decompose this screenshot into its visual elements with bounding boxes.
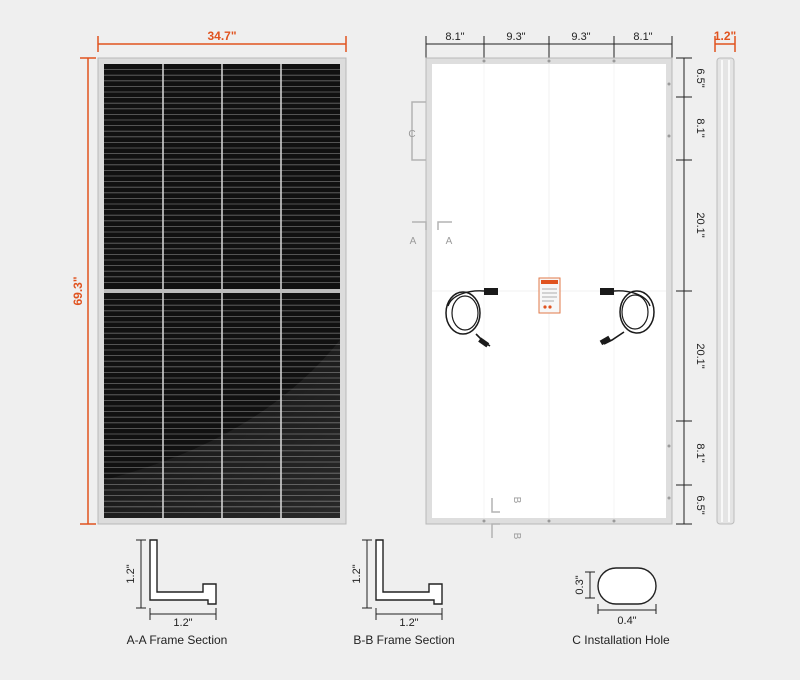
section-b-caption: B-B Frame Section — [353, 633, 454, 647]
section-a-height-label: 1.2" — [125, 564, 137, 583]
hole-width-label: 0.4" — [617, 615, 636, 627]
section-b-height-label: 1.2" — [351, 564, 363, 583]
top-segment-3-label: 9.3" — [571, 31, 590, 43]
right-segment-1-label: 6.5" — [694, 68, 706, 87]
section-a-left-letter: A — [410, 236, 417, 247]
side-view: 1.2" — [714, 29, 736, 525]
hole-height-label: 0.3" — [574, 575, 586, 594]
section-marker-a: A A — [410, 221, 453, 247]
back-view: 8.1" 9.3" 9.3" 8.1" — [408, 31, 706, 540]
back-top-dimension: 8.1" 9.3" 9.3" 8.1" — [425, 31, 673, 62]
mounting-holes — [482, 59, 671, 523]
frame-section-a-a: 1.2" 1.2" A-A Frame Section — [125, 539, 228, 647]
hole-shape — [597, 567, 657, 605]
right-segment-3-label: 20.1" — [694, 212, 706, 237]
front-width-label: 34.7" — [207, 29, 236, 43]
hole-caption: C Installation Hole — [572, 633, 670, 647]
front-view: 34.7" 69.3" — [71, 29, 347, 525]
back-right-dimension: 6.5" 8.1" 20.1" 20.1" 8.1" 6.5" — [676, 57, 706, 525]
right-segment-2-label: 8.1" — [694, 118, 706, 137]
right-segment-5-label: 8.1" — [694, 443, 706, 462]
section-a-profile — [149, 539, 217, 605]
section-b-bottom-letter: B — [511, 533, 522, 540]
panel-glare — [104, 340, 340, 518]
section-a-right-letter: A — [446, 236, 453, 247]
front-height-label: 69.3" — [71, 276, 85, 305]
section-b-profile — [375, 539, 443, 605]
frame-section-b-b: 1.2" 1.2" B-B Frame Section — [351, 539, 455, 647]
side-frame-profile — [716, 57, 735, 525]
top-segment-2-label: 9.3" — [506, 31, 525, 43]
section-b-width-label: 1.2" — [399, 617, 418, 629]
junction-box-label — [538, 277, 561, 314]
front-height-dimension: 69.3" — [71, 57, 96, 525]
right-segment-6-label: 6.5" — [694, 495, 706, 514]
side-thickness-label: 1.2" — [714, 29, 736, 43]
section-c-letter: C — [408, 129, 415, 140]
right-cable — [599, 288, 655, 346]
right-segment-4-label: 20.1" — [694, 343, 706, 368]
top-segment-4-label: 8.1" — [633, 31, 652, 43]
left-cable — [445, 288, 498, 348]
section-marker-c: C — [408, 101, 426, 161]
front-width-dimension: 34.7" — [97, 29, 347, 52]
section-a-caption: A-A Frame Section — [127, 633, 228, 647]
section-marker-b: B B — [491, 497, 522, 540]
installation-hole-c: 0.3" 0.4" C Installation Hole — [572, 567, 670, 647]
top-segment-1-label: 8.1" — [445, 31, 464, 43]
section-a-width-label: 1.2" — [173, 617, 192, 629]
section-b-top-letter: B — [511, 497, 522, 504]
